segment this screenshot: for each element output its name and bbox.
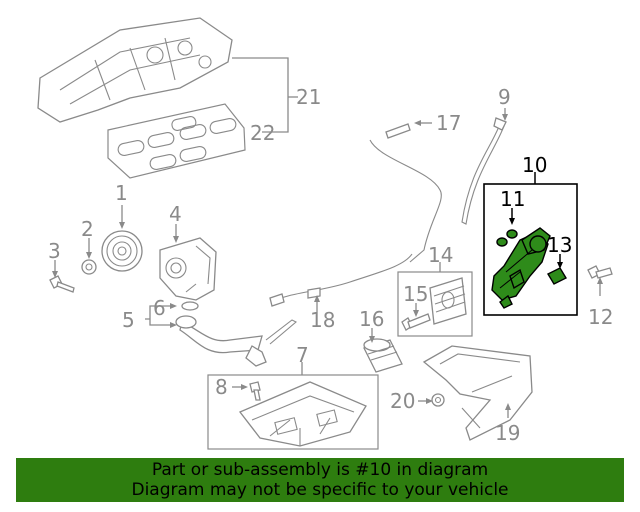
leader-21 <box>232 57 289 133</box>
dipstick-tube <box>461 117 507 225</box>
adapter-gasket <box>496 229 518 247</box>
heat-shield <box>422 345 533 441</box>
callout-7: 7 <box>296 343 309 367</box>
oil-pump <box>159 237 217 301</box>
o-ring <box>181 301 199 311</box>
oil-pan-box <box>207 374 379 450</box>
callout-22: 22 <box>250 121 275 145</box>
callout-18: 18 <box>310 308 335 332</box>
oil-pan <box>238 381 367 447</box>
assembly-10-box <box>483 183 578 316</box>
oil-pressure-sensor <box>547 267 567 285</box>
callout-15: 15 <box>403 282 428 306</box>
oil-filter-adapter-assembly <box>491 227 551 309</box>
intake-gasket-set <box>107 103 246 179</box>
callout-1: 1 <box>115 181 128 205</box>
oil-cooler <box>429 277 467 325</box>
oil-pickup-tube <box>175 315 297 367</box>
cooler-bolt <box>401 313 431 331</box>
sensor-harness <box>369 123 442 263</box>
crankshaft-pulley <box>101 230 143 272</box>
notice-line-1: Part or sub-assembly is #10 in diagram <box>151 460 489 480</box>
wiring-harness <box>269 253 413 307</box>
callout-13: 13 <box>547 233 572 257</box>
diagram-notice-banner: Part or sub-assembly is #10 in diagram D… <box>16 458 624 502</box>
callout-4: 4 <box>169 202 182 226</box>
callout-14: 14 <box>428 243 453 267</box>
callout-19: 19 <box>495 421 520 445</box>
callout-9: 9 <box>498 85 511 109</box>
bracket-bolt <box>587 265 613 279</box>
leader-5 <box>145 305 172 326</box>
callout-2: 2 <box>81 217 94 241</box>
callout-21: 21 <box>296 85 321 109</box>
callout-20: 20 <box>390 389 415 413</box>
intake-manifold <box>37 17 233 123</box>
callout-5: 5 <box>122 308 135 332</box>
oil-cooler-box <box>397 271 473 337</box>
callout-3: 3 <box>48 239 61 263</box>
callout-8: 8 <box>215 375 228 399</box>
bolt <box>49 275 75 293</box>
callout-11: 11 <box>500 187 525 211</box>
notice-line-2: Diagram may not be specific to your vehi… <box>131 480 509 500</box>
callout-10: 10 <box>522 153 547 177</box>
callout-6: 6 <box>153 296 166 320</box>
callout-17: 17 <box>436 111 461 135</box>
parts-diagram: 21 22 1 2 3 4 <box>37 17 613 450</box>
washer <box>81 259 97 275</box>
shield-bolt <box>431 393 445 407</box>
oil-filter <box>363 338 403 373</box>
pan-bolt <box>249 381 261 401</box>
callout-12: 12 <box>588 305 613 329</box>
callout-16: 16 <box>359 307 384 331</box>
